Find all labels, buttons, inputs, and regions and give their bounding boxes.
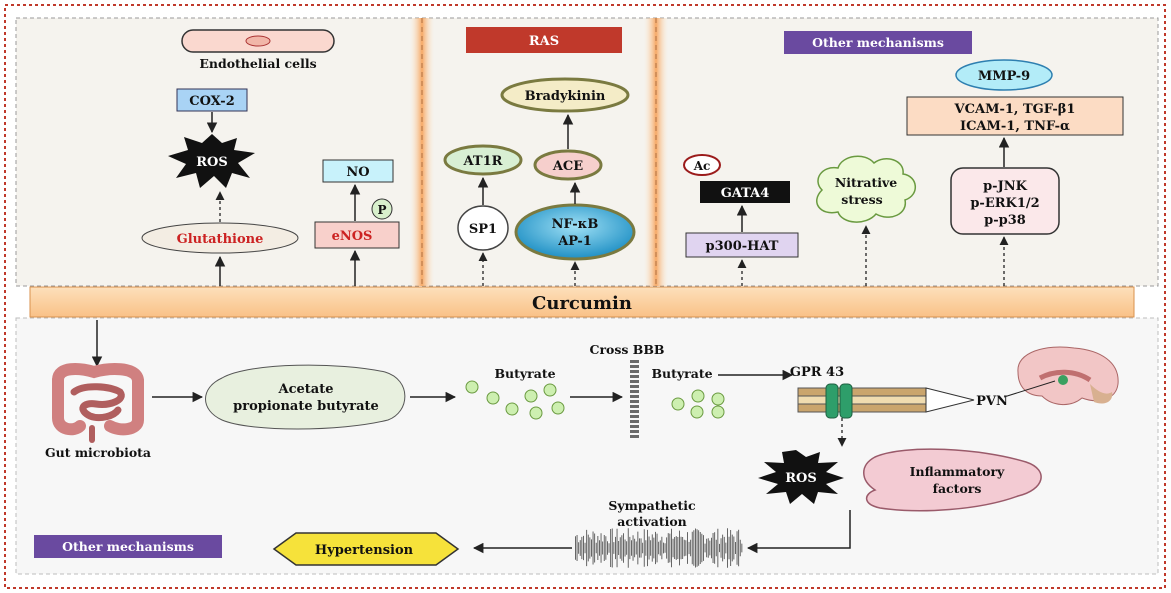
brain-icon [1017, 346, 1119, 405]
inflammatory-factors-blob [863, 448, 1042, 512]
gpr43-label: GPR 43 [790, 365, 844, 380]
icam-label: ICAM-1, TNF-α [960, 119, 1070, 134]
cell-membrane [797, 387, 927, 413]
brain-pvn-pointer [1003, 380, 1056, 398]
mmp9-label: MMP-9 [978, 69, 1030, 84]
nitrative-label-1: Nitrative [835, 175, 897, 190]
sp1-shape [457, 205, 509, 251]
other-mechanisms-bottom-box [34, 535, 222, 558]
curcumin-band [29, 286, 1135, 318]
other-mechanisms-top-box [784, 31, 972, 54]
inflammatory-label-1: Inflammatory [910, 464, 1005, 479]
cross-bbb-label: Cross BBB [590, 342, 665, 357]
no-box [322, 159, 394, 183]
pjnk-label: p-JNK [983, 179, 1028, 194]
butyrate-label-2: Butyrate [651, 366, 712, 381]
phospho-badge [371, 198, 393, 220]
kinases-box [950, 167, 1060, 235]
cox2-label: COX-2 [189, 94, 235, 109]
to-sympathetic-arrow [746, 510, 851, 554]
nitrative-label-2: stress [841, 192, 882, 207]
gut-microbiota-label: Gut microbiota [45, 445, 151, 460]
at1r-shape [443, 144, 523, 176]
ace-shape [533, 149, 603, 181]
p300-label: p300-HAT [706, 239, 779, 254]
butyrate-particles-right [671, 389, 725, 419]
acetyl-badge [683, 154, 721, 176]
glutathione-shape [141, 222, 299, 254]
cox2-box [176, 88, 248, 112]
enos-label: eNOS [332, 229, 373, 244]
curcumin-label: Curcumin [532, 293, 632, 314]
enos-box [314, 221, 400, 249]
glutathione-label: Glutathione [177, 232, 264, 247]
other-mechanisms-bottom-label: Other mechanisms [62, 539, 194, 554]
at1r-label: AT1R [463, 154, 503, 169]
ros-burst-bottom [758, 450, 844, 504]
ros-bottom-label: ROS [785, 471, 817, 486]
ros-burst-top [168, 134, 255, 188]
ros-top-label: ROS [196, 155, 228, 170]
acetate-label-1: Acetate [278, 382, 334, 397]
intestine-icon [52, 363, 144, 443]
butyrate-particles-left [465, 380, 565, 420]
ras-title: RAS [529, 34, 559, 49]
hypertension-label: Hypertension [315, 543, 414, 558]
inflammatory-label-2: factors [933, 481, 982, 496]
nitrative-stress-cloud [816, 155, 916, 223]
acetate-label-2: propionate butyrate [233, 399, 379, 414]
gpr43-receptor-icon [825, 383, 853, 419]
perk-label: p-ERK1/2 [970, 196, 1039, 211]
vcam-icam-box [906, 96, 1124, 136]
right-separator [644, 18, 668, 286]
other-mechanisms-top-label: Other mechanisms [812, 35, 944, 50]
sympathetic-label-2: activation [617, 514, 687, 529]
nfkb-label: NF-κB [552, 217, 599, 232]
membrane-pointer [925, 387, 975, 413]
scfa-blob [205, 364, 406, 430]
mmp9-shape [955, 59, 1053, 91]
ace-label: ACE [552, 159, 583, 174]
ras-title-box [466, 27, 622, 53]
no-label: NO [346, 165, 369, 180]
sympathetic-label-1: Sympathetic [608, 498, 696, 513]
bbb-barrier [630, 360, 639, 438]
outer-border [4, 4, 1166, 589]
left-separator [410, 18, 434, 286]
endothelial-nucleus [245, 35, 271, 47]
p300-box [685, 232, 799, 258]
ap1-label: AP-1 [557, 234, 592, 249]
bradykinin-label: Bradykinin [525, 89, 606, 104]
sp1-label: SP1 [469, 222, 497, 237]
bradykinin-shape [500, 77, 630, 113]
gata4-box [700, 181, 790, 203]
phospho-label: P [377, 203, 386, 217]
endothelial-cells-label: Endothelial cells [199, 56, 316, 71]
pvn-label: PVN [976, 394, 1008, 409]
butyrate-label-1: Butyrate [494, 366, 555, 381]
gata4-label: GATA4 [721, 186, 770, 201]
pp38-label: p-p38 [984, 213, 1026, 228]
acetyl-label: Ac [693, 159, 711, 173]
hypertension-shape [272, 532, 460, 566]
vcam-label: VCAM-1, TGF-β1 [954, 102, 1076, 117]
nfkb-ap1-shape [514, 203, 636, 261]
sympathetic-activity-trace [575, 528, 743, 568]
